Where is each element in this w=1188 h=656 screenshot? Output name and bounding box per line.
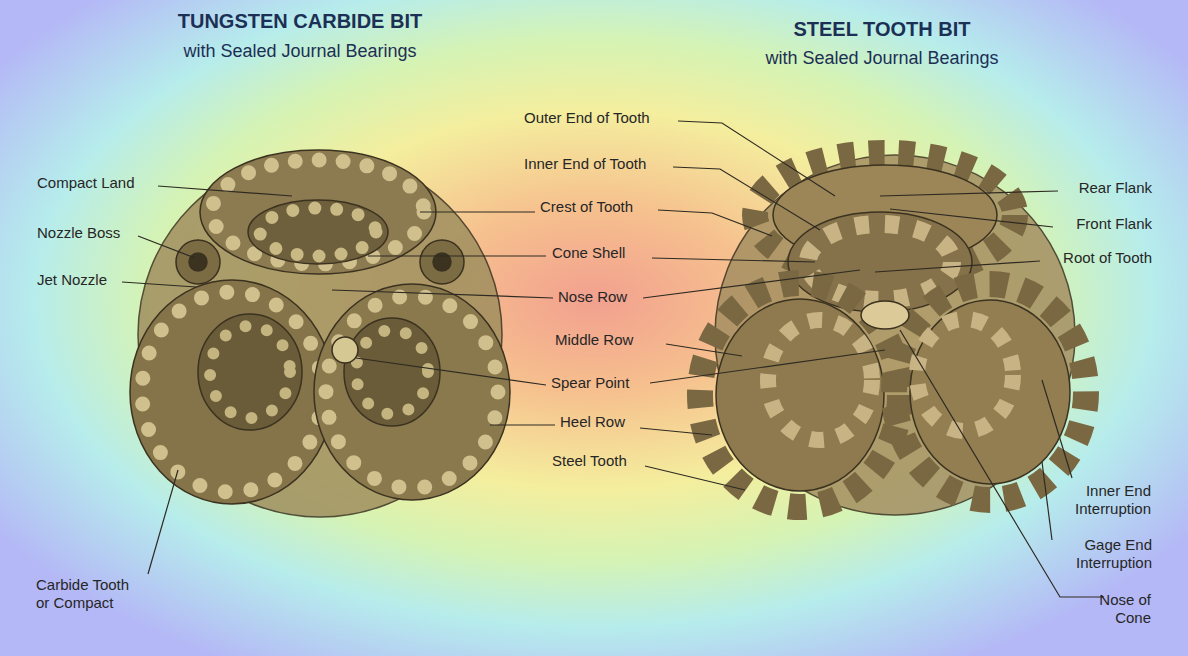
part-label: Carbide Tooth or Compact	[36, 576, 144, 612]
part-label: Spear Point	[551, 374, 629, 392]
part-label: Middle Row	[555, 331, 633, 349]
part-label: Nose of Cone	[1091, 591, 1151, 627]
part-label: Crest of Tooth	[540, 198, 633, 216]
part-label: Inner End Interruption	[1051, 482, 1151, 518]
part-label: Root of Tooth	[1063, 249, 1152, 267]
part-label: Outer End of Tooth	[524, 109, 650, 127]
steel-tooth-bit	[700, 153, 1086, 515]
part-label: Front Flank	[1076, 215, 1152, 233]
leader-lines	[122, 121, 1104, 597]
part-label: Nozzle Boss	[37, 224, 120, 242]
part-label: Gage End Interruption	[1052, 536, 1152, 572]
title: TUNGSTEN CARBIDE BIT	[90, 9, 510, 33]
part-label: Rear Flank	[1079, 179, 1152, 197]
subtitle: with Sealed Journal Bearings	[90, 40, 510, 62]
part-label: Inner End of Tooth	[524, 155, 646, 173]
part-label: Compact Land	[37, 174, 135, 192]
carbide-bit	[130, 150, 510, 517]
title: STEEL TOOTH BIT	[672, 17, 1092, 41]
part-label: Cone Shell	[552, 244, 625, 262]
part-label: Jet Nozzle	[37, 271, 107, 289]
part-label: Nose Row	[558, 288, 627, 306]
part-label: Steel Tooth	[552, 452, 627, 470]
part-label: Heel Row	[560, 413, 625, 431]
subtitle: with Sealed Journal Bearings	[672, 47, 1092, 69]
